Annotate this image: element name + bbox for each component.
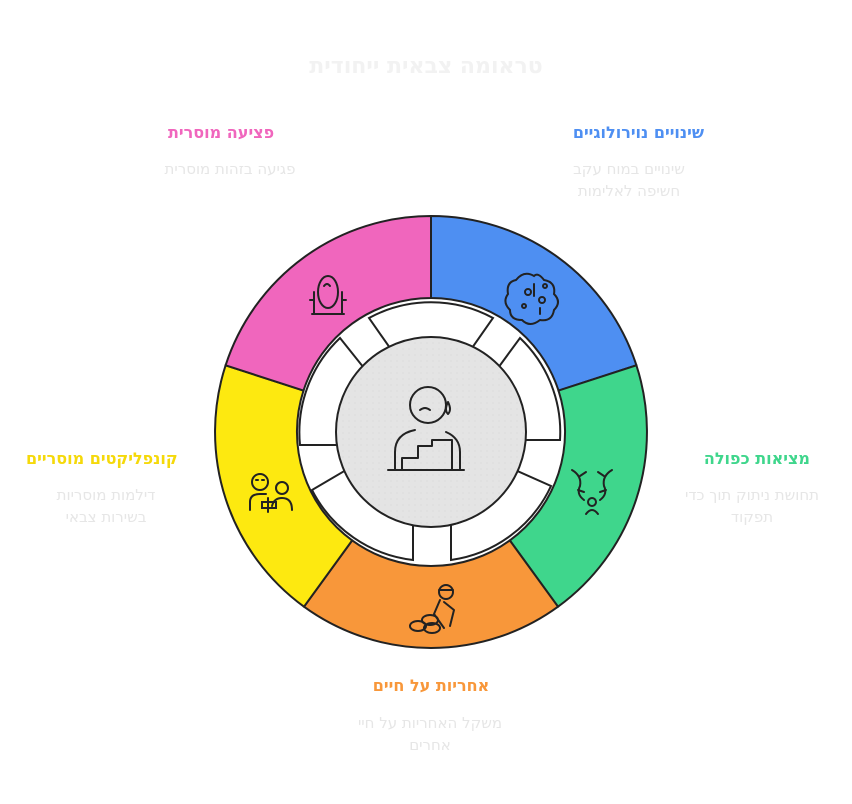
segment-responsibility-for-lives [302,539,560,649]
sad-person-icon [387,386,465,471]
desc-moral-conflicts: דילמות מוסריות בשירות צבאי [56,486,156,526]
split-path-icon [571,469,613,515]
dilemma-people-icon [249,473,293,513]
mirror-icon [309,275,347,315]
label-moral-injury: פציעה מוסרית [168,123,275,142]
desc-responsibility-for-lives: משקל האחריות על חיי אחרים [357,714,503,754]
label-responsibility-for-lives: אחריות על חיים [372,676,490,695]
soldier-burden-icon [409,584,455,634]
desc-dual-reality: תחושת ניתוק תוך כדי תפקוד [685,486,819,526]
segment-moral-injury [224,214,432,392]
diagram-title: טראומה צבאית ייחודית [309,54,543,79]
label-moral-conflicts: קונפליקטים מוסריים [26,449,178,468]
segment-neurological-changes [430,214,638,392]
brain-icon [504,272,559,325]
segment-dual-reality [508,364,648,609]
label-neurological-changes: שינויים נוירולוגיים [572,123,704,142]
segment-moral-conflicts [214,364,354,609]
label-dual-reality: מציאות כפולה [703,449,810,468]
desc-moral-injury: פגיעה בזהות מוסרית [164,160,296,178]
desc-neurological-changes: שינויים במוח עקב חשיפה לאלימות [573,160,685,200]
